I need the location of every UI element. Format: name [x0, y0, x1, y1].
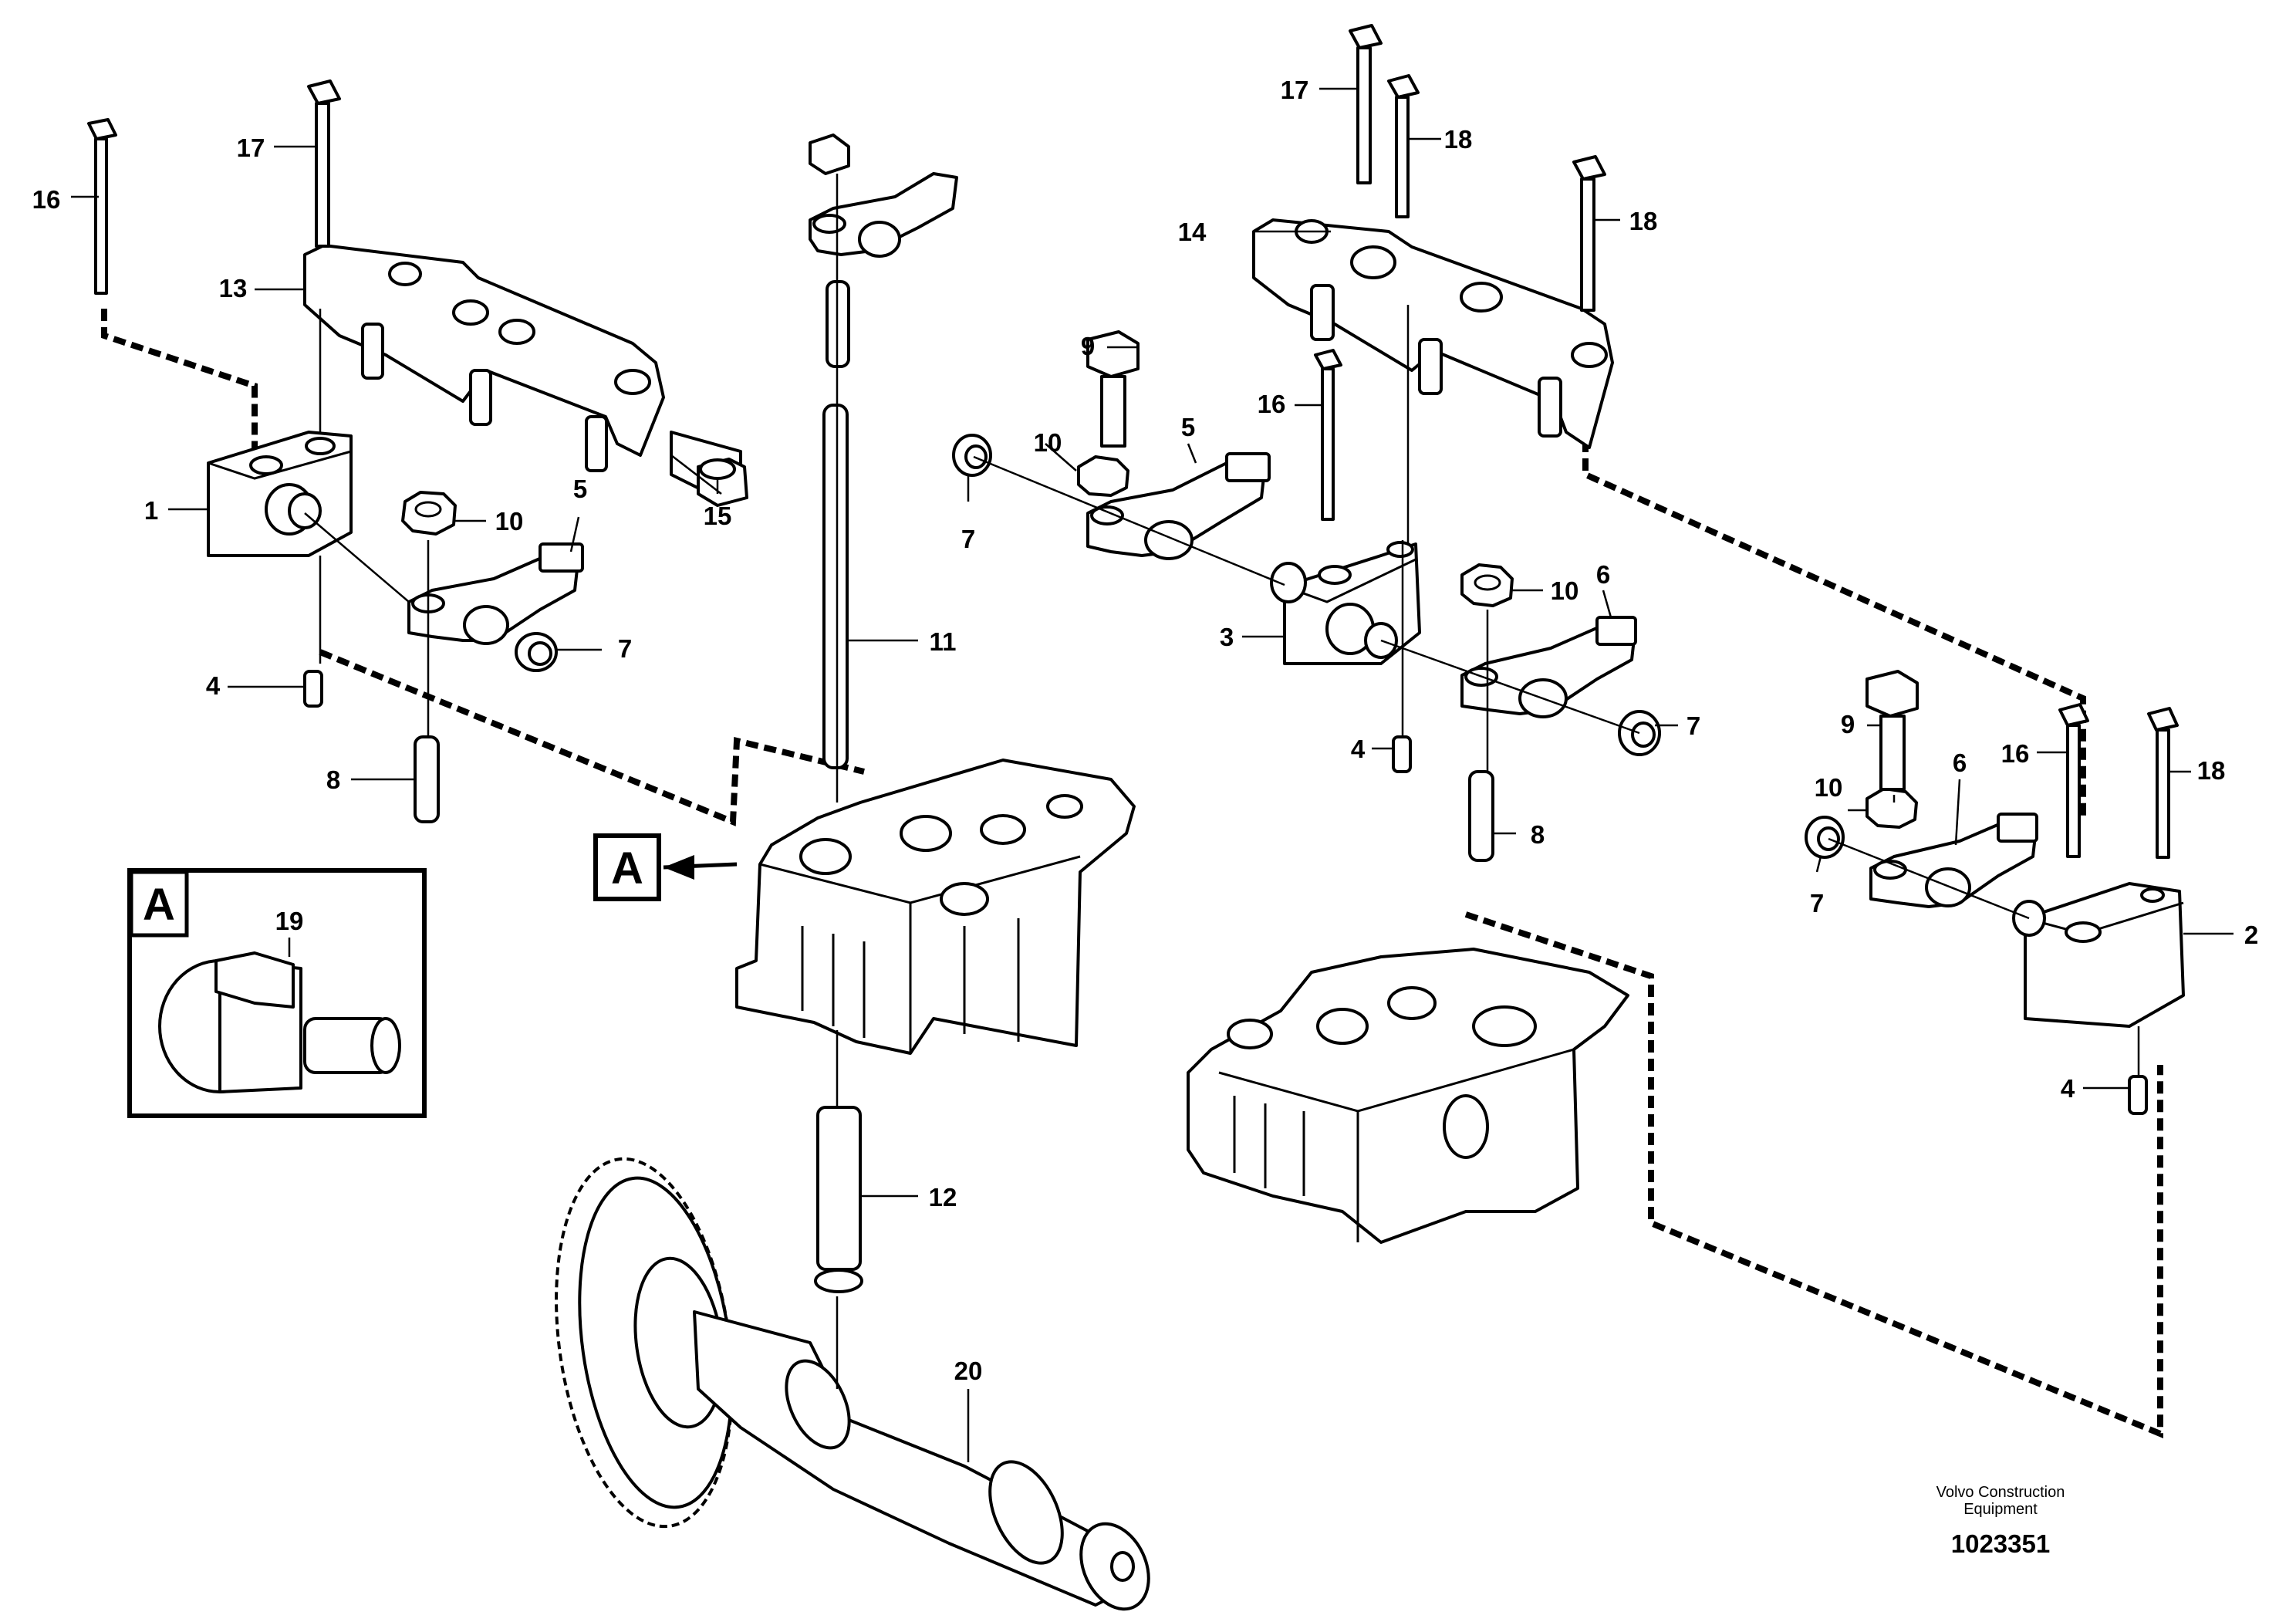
bolts-9 — [1086, 330, 1919, 791]
callout-13: 13 — [219, 274, 248, 302]
callout-16: 16 — [1258, 390, 1286, 418]
rocker-bridge-13 — [303, 244, 742, 495]
shaft-bracket-3 — [1270, 541, 1421, 665]
push-rod-assembly — [697, 133, 958, 1293]
callout-14: 14 — [1178, 218, 1207, 246]
figure-caption: Volvo Construction Equipment 1023351 — [1936, 1484, 2065, 1558]
callout-7: 7 — [1810, 889, 1824, 917]
detail-view-a: A 19 — [127, 868, 427, 1118]
rocker-arm-5-left — [407, 542, 584, 645]
shaft-bracket-2 — [2012, 882, 2185, 1028]
caption-company-line2: Equipment — [1963, 1501, 2038, 1518]
callout-labels: 16 17 13 1 10 5 7 4 8 15 11 12 20 9 10 5… — [32, 76, 2259, 1385]
nuts-10 — [401, 455, 1918, 829]
cylinder-head-left — [735, 759, 1136, 1055]
callout-15: 15 — [704, 502, 732, 530]
callout-17: 17 — [1281, 76, 1309, 104]
callout-10: 10 — [495, 507, 524, 536]
callout-17: 17 — [237, 133, 265, 162]
callout-4: 4 — [2061, 1074, 2075, 1103]
callout-18: 18 — [1629, 207, 1658, 235]
callout-6: 6 — [1596, 560, 1610, 589]
callout-9: 9 — [1841, 710, 1855, 738]
callout-1: 1 — [144, 496, 158, 525]
callout-18: 18 — [2197, 756, 2226, 785]
callout-8: 8 — [1531, 820, 1545, 849]
document-number: 1023351 — [1951, 1529, 2050, 1558]
callout-11: 11 — [930, 627, 957, 656]
rocker-arm-5-mid — [1086, 452, 1271, 560]
camshaft-gear — [555, 1157, 1150, 1611]
callout-4: 4 — [206, 671, 221, 700]
callout-19: 19 — [275, 907, 304, 935]
callout-10: 10 — [1551, 576, 1579, 605]
alignment-lines — [304, 174, 2140, 1389]
caption-company: Volvo Construction — [1936, 1484, 2065, 1501]
callout-16: 16 — [2001, 739, 2030, 768]
assembly-guide-lines — [101, 309, 2163, 1438]
rocker-arm-6-mid — [1460, 616, 1637, 718]
shaft-bracket-1 — [207, 431, 353, 557]
rocker-bridge-14 — [1252, 218, 1614, 449]
long-bolts — [87, 24, 2179, 859]
callout-7: 7 — [618, 634, 632, 663]
callout-18: 18 — [1444, 125, 1473, 154]
callout-3: 3 — [1220, 623, 1234, 651]
callout-4: 4 — [1351, 735, 1366, 763]
callout-leaders — [71, 87, 2234, 1462]
cylinder-head-right — [1187, 948, 1629, 1244]
circlips-7 — [515, 434, 1845, 859]
callout-7: 7 — [1687, 711, 1700, 740]
callout-5: 5 — [573, 475, 587, 503]
callout-2: 2 — [2244, 921, 2258, 949]
callout-8: 8 — [326, 765, 340, 794]
callout-12: 12 — [929, 1183, 957, 1211]
callout-20: 20 — [954, 1357, 983, 1385]
callout-10: 10 — [1034, 428, 1062, 457]
detail-box-letter: A — [143, 880, 175, 930]
adjusting-screws-8 — [414, 735, 1494, 862]
callout-9: 9 — [1081, 332, 1095, 360]
detail-a-pointer: A — [593, 833, 738, 901]
detail-pointer-letter: A — [611, 843, 643, 894]
callout-16: 16 — [32, 185, 61, 214]
callout-7: 7 — [961, 525, 975, 553]
callout-5: 5 — [1181, 413, 1195, 441]
callout-6: 6 — [1953, 748, 1967, 777]
callout-10: 10 — [1815, 773, 1843, 802]
